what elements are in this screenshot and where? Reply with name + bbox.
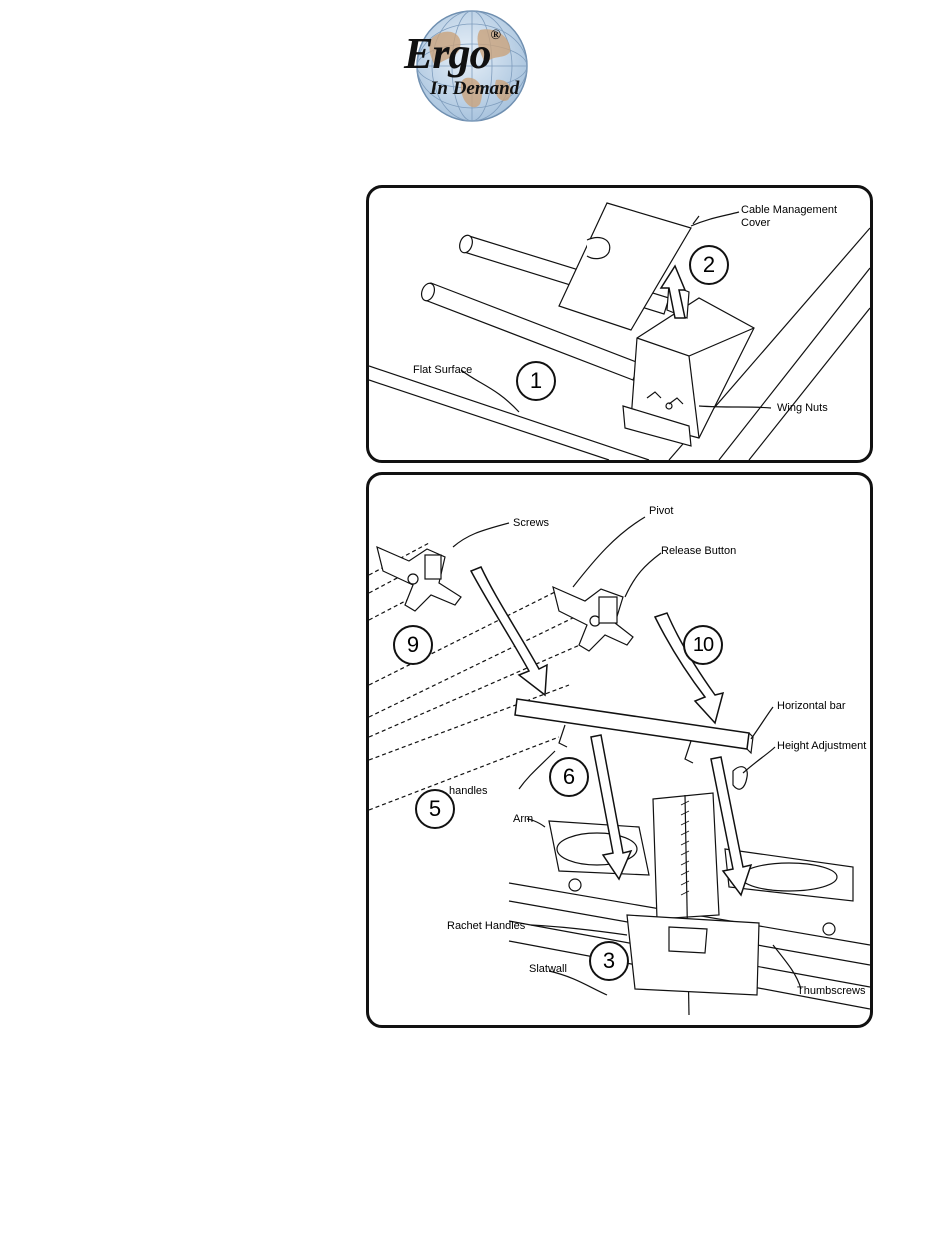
label-arm: Arm — [513, 813, 533, 826]
label-thumbscrews: Thumbscrews — [797, 985, 865, 998]
step-number-6: 6 — [549, 757, 589, 797]
registered-mark: ® — [490, 28, 499, 43]
brand-name: Ergo — [404, 29, 490, 78]
label-pivot: Pivot — [649, 505, 673, 518]
step-number-9: 9 — [393, 625, 433, 665]
label-horizontal-bar: Horizontal bar — [777, 700, 845, 713]
step-number-2: 2 — [689, 245, 729, 285]
step-number-10: 10 — [683, 625, 723, 665]
step-panel-cable-management: Cable Management Cover Flat Surface Wing… — [366, 185, 873, 463]
label-release-button: Release Button — [661, 545, 736, 558]
label-height-adjustment: Height Adjustment — [777, 740, 866, 753]
label-handles: handles — [449, 785, 488, 798]
step-number-1: 1 — [516, 361, 556, 401]
label-slatwall: Slatwall — [529, 963, 567, 976]
step-panel-mount-assembly: Screws Pivot Release Button Horizontal b… — [366, 472, 873, 1028]
label-flat-surface: Flat Surface — [413, 364, 472, 377]
ergo-in-demand-logo: Ergo® In Demand — [412, 8, 532, 124]
step-number-3: 3 — [589, 941, 629, 981]
label-screws: Screws — [513, 517, 549, 530]
step-number-5: 5 — [415, 789, 455, 829]
label-cable-management-cover: Cable Management Cover — [741, 204, 837, 230]
brand-tagline: In Demand — [430, 78, 519, 100]
label-rachet-handles: Rachet Handles — [447, 920, 525, 933]
label-wing-nuts: Wing Nuts — [777, 402, 828, 415]
